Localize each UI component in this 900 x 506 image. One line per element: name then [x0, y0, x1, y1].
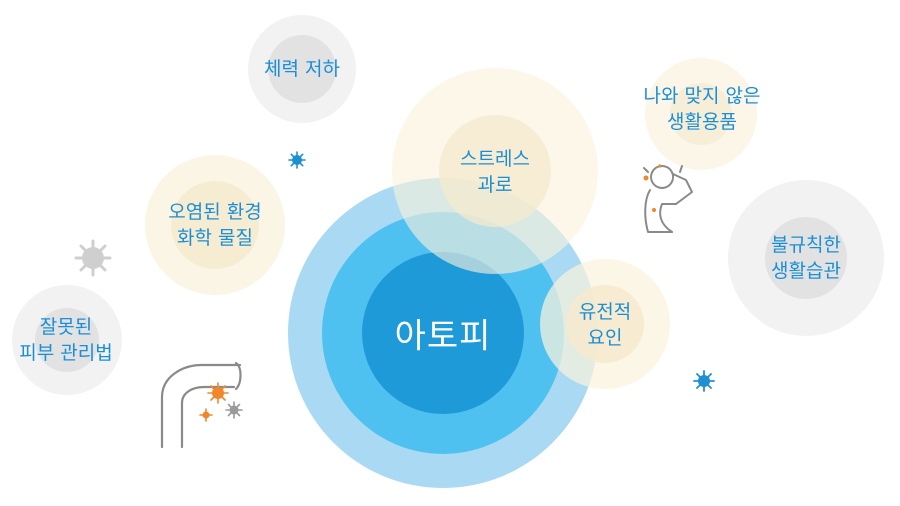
- virus-icon: [288, 151, 306, 169]
- factor-stamina-line: 체력 저하: [264, 58, 340, 80]
- factor-skincare-line-1: 잘못된: [39, 316, 93, 338]
- environment-halo-inner: [171, 181, 259, 269]
- factor-habits-line-2: 생활습관: [771, 260, 841, 282]
- genetic-halo-inner: [566, 285, 644, 363]
- factor-habits-line-1: 불규칙한: [771, 234, 841, 256]
- factor-stress-line-2: 과로: [477, 174, 513, 196]
- factor-products-line-1: 나와 맞지 않은: [643, 85, 761, 107]
- habits-halo-inner: [765, 217, 847, 299]
- factor-stress-line-1: 스트레스: [460, 148, 530, 170]
- center-label: 아토피: [394, 316, 492, 357]
- virus-icon: [693, 370, 715, 392]
- factor-environment-line-2: 화학 물질: [177, 227, 253, 249]
- products-halo-inner: [670, 83, 732, 145]
- factor-stress: 스트레스 과로: [460, 146, 530, 198]
- factor-skincare: 잘못된 피부 관리법: [19, 314, 112, 366]
- factor-products-line-2: 생활용품: [667, 111, 737, 133]
- factor-skincare-line-2: 피부 관리법: [19, 342, 113, 364]
- itchy-neck-person-icon: [643, 164, 693, 233]
- factor-genetic-line-2: 요인: [587, 327, 623, 349]
- itchy-knee-icon: [160, 361, 243, 449]
- factor-environment-line-1: 오염된 환경: [168, 201, 262, 223]
- virus-icon: [74, 239, 112, 277]
- factor-stamina: 체력 저하: [264, 56, 340, 82]
- stress-halo-inner: [439, 115, 551, 227]
- factor-habits: 불규칙한 생활습관: [771, 232, 841, 284]
- factor-genetic-line-1: 유전적: [578, 301, 632, 323]
- factor-environment: 오염된 환경 화학 물질: [168, 199, 261, 251]
- factor-genetic: 유전적 요인: [579, 299, 631, 351]
- skincare-halo-inner: [35, 308, 99, 372]
- factor-products: 나와 맞지 않은 생활용품: [644, 83, 761, 135]
- atopy-core: [362, 252, 524, 414]
- stamina-halo-inner: [268, 35, 336, 103]
